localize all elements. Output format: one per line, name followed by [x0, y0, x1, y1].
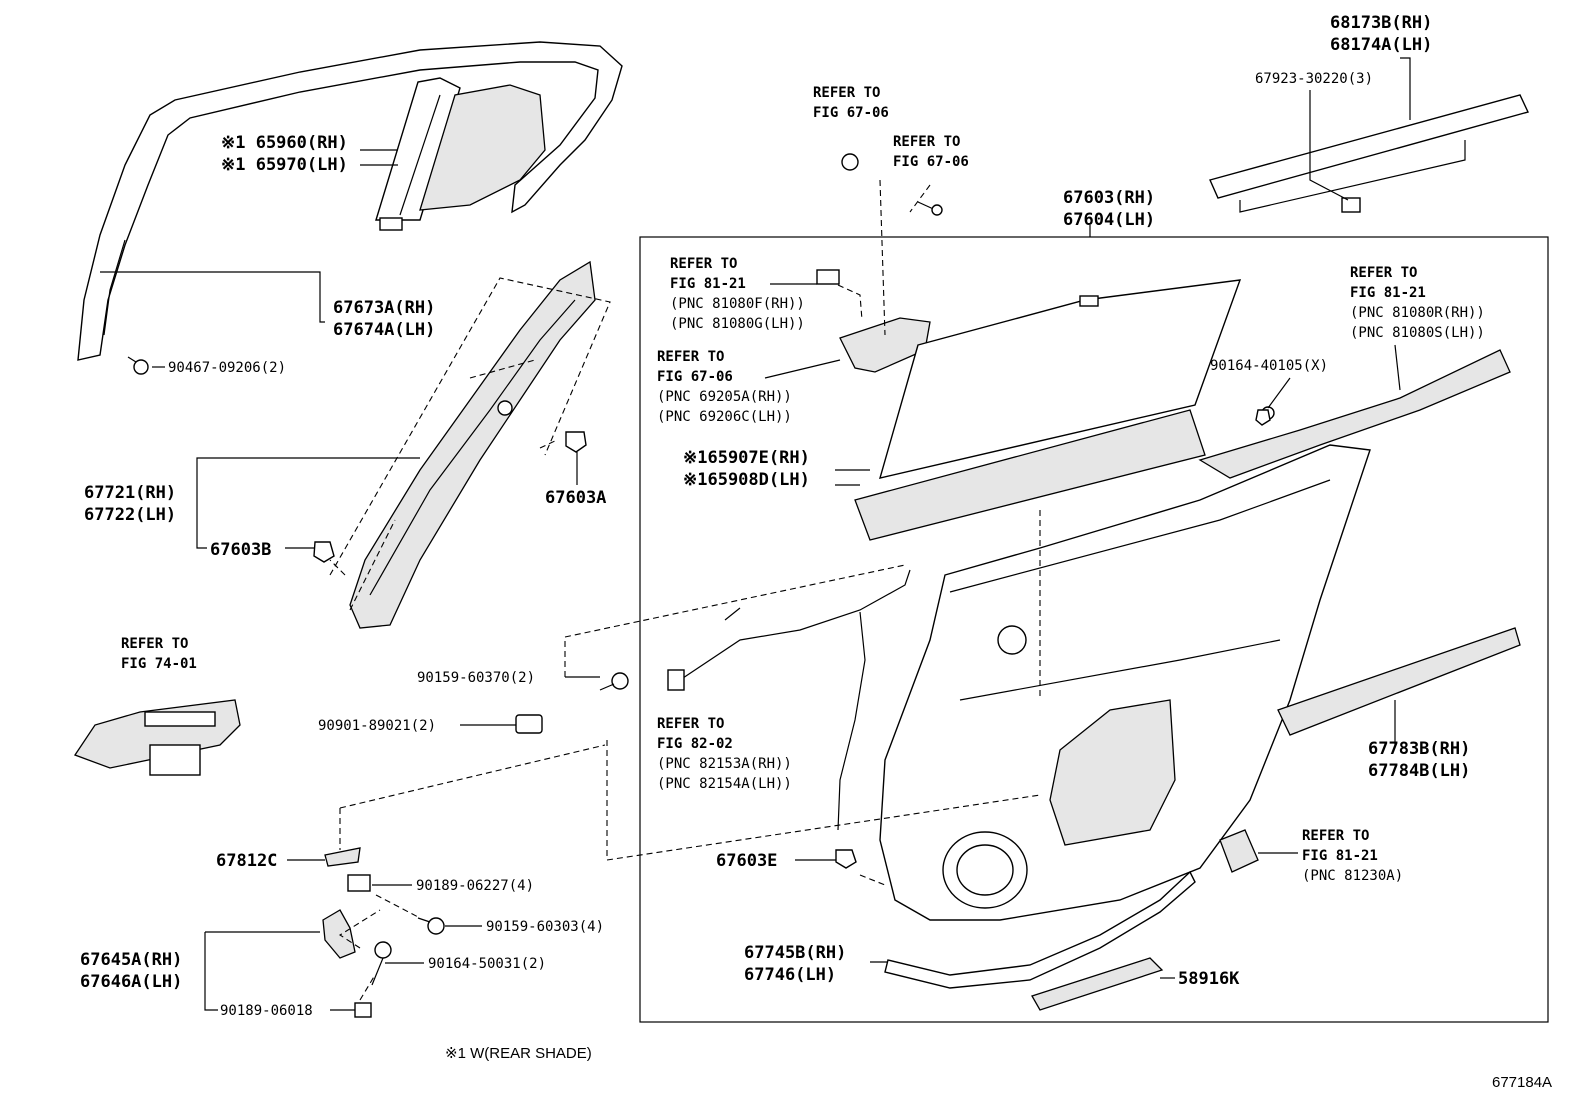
side-moulding	[1277, 627, 1521, 736]
clip-67603a	[565, 431, 587, 453]
label-fig-81-21-b: FIG 81-21	[1350, 285, 1426, 301]
label-90189-06227: 90189-06227(4)	[416, 878, 534, 894]
label-refer-67-06-c: REFER TO	[657, 349, 724, 365]
label-68174a: 68174A(LH)	[1330, 35, 1432, 55]
label-refer-74-01: REFER TO	[121, 636, 188, 652]
label-58916k: 58916K	[1178, 969, 1240, 989]
clip-67603b	[313, 541, 335, 563]
label-65908d: ※165908D(LH)	[683, 470, 810, 490]
label-67721: 67721(RH)	[84, 483, 176, 503]
label-67603b: 67603B	[210, 540, 271, 560]
labels: ※1 65960(RH) ※1 65970(LH) 67673A(RH) 676…	[80, 13, 1552, 1091]
diagram-id: 677184A	[1492, 1074, 1552, 1091]
wire-harness	[667, 569, 911, 831]
footnote: ※1 W(REAR SHADE)	[445, 1045, 592, 1062]
label-90159-60370: 90159-60370(2)	[417, 670, 535, 686]
label-pnc-82153a: (PNC 82153A(RH))	[657, 756, 792, 772]
door-trim-board	[879, 444, 1371, 921]
label-67645a: 67645A(RH)	[80, 950, 182, 970]
rear-shade-roller	[854, 279, 1242, 541]
label-67722: 67722(LH)	[84, 505, 176, 525]
leader-lines	[100, 57, 1411, 1011]
label-67603: 67603(RH)	[1063, 188, 1155, 208]
screw-90164-40105	[1255, 409, 1271, 426]
label-fig-81-21-c: FIG 81-21	[1302, 848, 1378, 864]
door-trim-assembly-box	[639, 236, 1549, 1023]
label-67783b: 67783B(RH)	[1368, 739, 1470, 759]
clip-67603e	[835, 849, 857, 869]
label-pnc-81230a: (PNC 81230A)	[1302, 868, 1403, 884]
label-fig-67-06-c: FIG 67-06	[657, 369, 733, 385]
nut-90189-06018	[354, 1002, 372, 1018]
label-fig-74-01: FIG 74-01	[121, 656, 197, 672]
label-67674a: 67674A(LH)	[333, 320, 435, 340]
label-90189-06018: 90189-06018	[220, 1003, 313, 1019]
label-67746: 67746(LH)	[744, 965, 836, 985]
label-67923: 67923-30220(3)	[1255, 71, 1373, 87]
bolt-90164-50031	[371, 941, 392, 986]
label-90901: 90901-89021(2)	[318, 718, 436, 734]
label-90164-40105: 90164-40105(X)	[1210, 358, 1328, 374]
screw-90467	[127, 356, 149, 375]
label-pnc-81080g: (PNC 81080G(LH))	[670, 316, 805, 332]
label-refer-81-21-b: REFER TO	[1350, 265, 1417, 281]
label-65970: ※1 65970(LH)	[221, 155, 348, 175]
lower-trim-strip	[884, 870, 1196, 989]
label-fig-82-02: FIG 82-02	[657, 736, 733, 752]
label-68173b: 68173B(RH)	[1330, 13, 1432, 33]
handle-cup-81230a	[1219, 829, 1259, 873]
bracket-67645a	[322, 909, 356, 959]
label-pnc-69206c: (PNC 69206C(LH))	[657, 409, 792, 425]
belt-moulding	[1209, 94, 1529, 213]
pad-58916k	[1031, 957, 1164, 1011]
door-frame-moulding	[77, 41, 623, 361]
label-65960: ※1 65960(RH)	[221, 133, 348, 153]
label-90159-60303: 90159-60303(4)	[486, 919, 604, 935]
label-67603a: 67603A	[545, 488, 606, 508]
label-fig-81-21-a: FIG 81-21	[670, 276, 746, 292]
label-90164-50031: 90164-50031(2)	[428, 956, 546, 972]
window-switch-part	[74, 699, 241, 776]
label-fig-67-06-a: FIG 67-06	[813, 105, 889, 121]
label-67603e: 67603E	[716, 851, 777, 871]
label-pnc-81080s: (PNC 81080S(LH))	[1350, 325, 1485, 341]
nut-90189-06227	[347, 874, 371, 892]
label-67604: 67604(LH)	[1063, 210, 1155, 230]
screws-67-06	[841, 153, 943, 216]
label-pnc-82154a: (PNC 82154A(LH))	[657, 776, 792, 792]
clip-90901	[515, 714, 543, 734]
label-refer-82-02: REFER TO	[657, 716, 724, 732]
label-65907e: ※165907E(RH)	[683, 448, 810, 468]
label-67812c: 67812C	[216, 851, 277, 871]
label-67646a: 67646A(LH)	[80, 972, 182, 992]
label-refer-81-21-a: REFER TO	[670, 256, 737, 272]
label-90467: 90467-09206(2)	[168, 360, 286, 376]
label-67745b: 67745B(RH)	[744, 943, 846, 963]
screw-90159-60370	[599, 672, 629, 691]
cap-67812c	[324, 847, 361, 867]
rear-shade-part	[375, 77, 546, 231]
label-67784b: 67784B(LH)	[1368, 761, 1470, 781]
label-67673a: 67673A(RH)	[333, 298, 435, 318]
label-fig-67-06-b: FIG 67-06	[893, 154, 969, 170]
inner-handle-part	[816, 269, 931, 373]
quarter-trim-part	[329, 260, 611, 629]
label-refer-81-21-c: REFER TO	[1302, 828, 1369, 844]
label-refer-67-06-a: REFER TO	[813, 85, 880, 101]
label-refer-67-06-b: REFER TO	[893, 134, 960, 150]
label-pnc-69205a: (PNC 69205A(RH))	[657, 389, 792, 405]
screw-90159-60303	[417, 917, 445, 935]
label-pnc-81080r: (PNC 81080R(RH))	[1350, 305, 1485, 321]
label-pnc-81080f: (PNC 81080F(RH))	[670, 296, 805, 312]
